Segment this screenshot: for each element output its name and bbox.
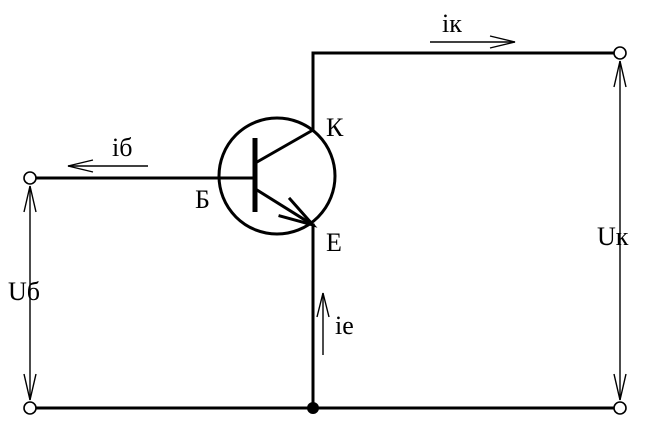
emitter-current-arrow	[316, 292, 330, 355]
transistor-collector-lead	[254, 127, 316, 165]
collector-terminal-top	[613, 46, 627, 60]
collector-voltage-label: Uк	[597, 222, 629, 251]
emitter-arrow-icon	[278, 196, 318, 228]
base-terminal-top	[23, 171, 37, 185]
base-voltage-label: Uб	[8, 277, 40, 306]
base-current-arrow	[67, 159, 148, 173]
base-voltage-arrow	[23, 185, 37, 401]
collector-voltage-arrow	[613, 60, 627, 401]
emitter-current-label: ie	[335, 311, 354, 340]
collector-label: К	[326, 113, 344, 142]
collector-wire	[311, 51, 616, 132]
collector-current-arrow	[430, 35, 516, 49]
base-label: Б	[195, 185, 210, 214]
base-current-label: iб	[112, 133, 132, 162]
base-terminal-bottom	[23, 401, 37, 415]
transistor-emitter-lead	[254, 187, 316, 228]
emitter-label: Е	[326, 228, 342, 257]
npn-transistor	[217, 116, 337, 236]
transistor-body	[217, 116, 337, 236]
collector-current-label: iк	[442, 9, 462, 38]
collector-terminal-bottom	[613, 401, 627, 415]
ground-junction-dot	[307, 402, 319, 414]
